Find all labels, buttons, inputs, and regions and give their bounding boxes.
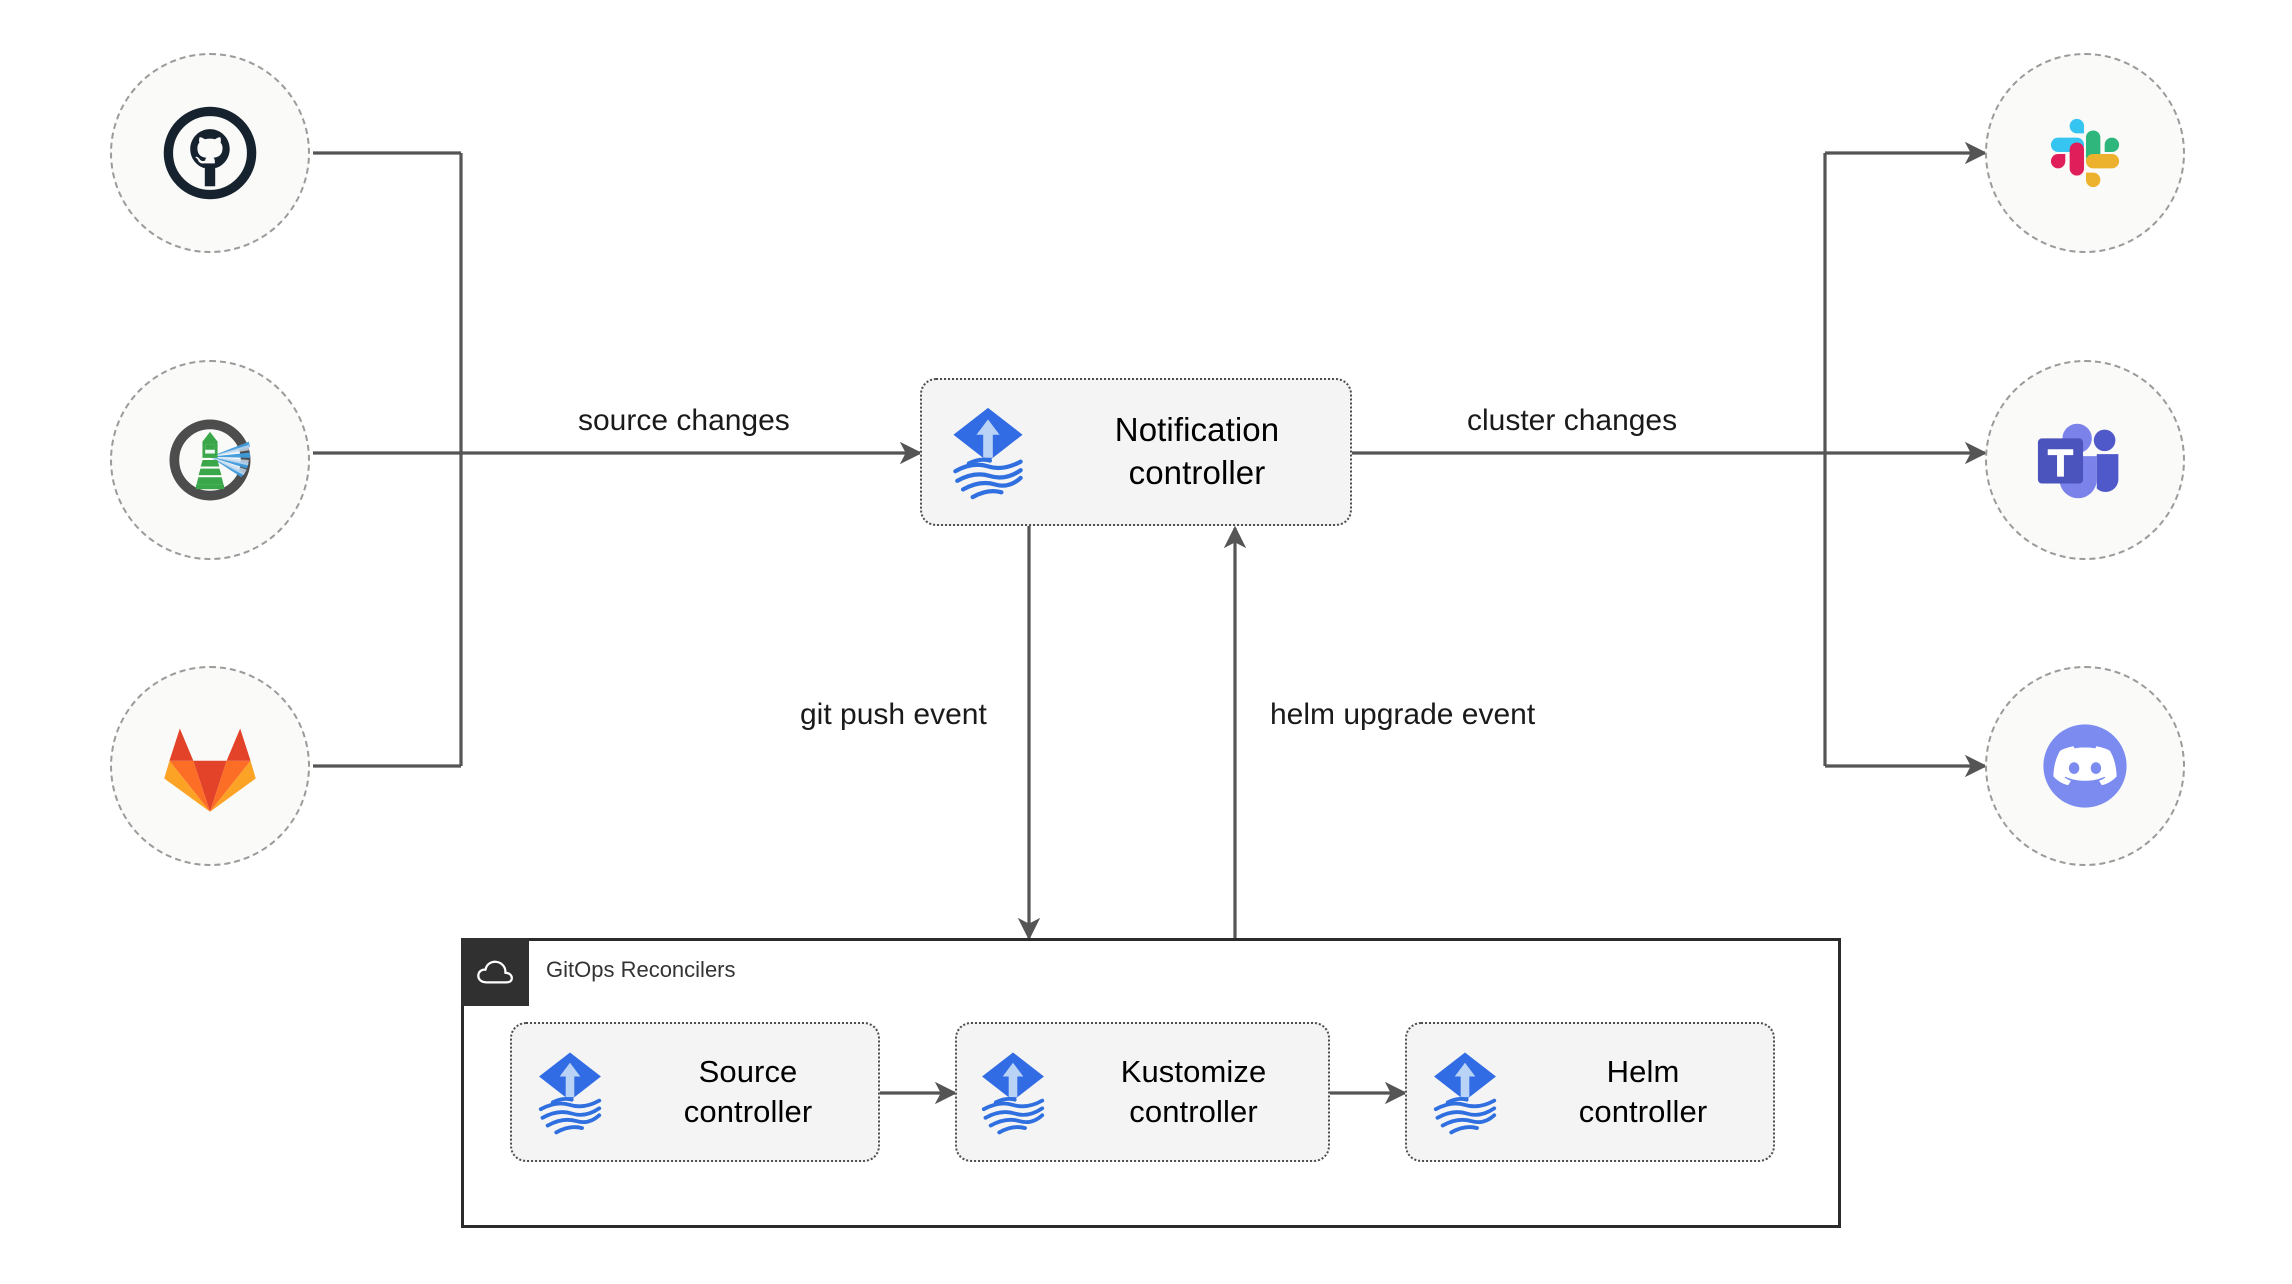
- helm-controller-label: Helm controller: [1523, 1052, 1773, 1133]
- flux-controller-icon: [981, 1052, 1045, 1135]
- flux-controller-icon: [1433, 1052, 1497, 1135]
- github-icon: [163, 106, 257, 200]
- source-node-flux[interactable]: [110, 360, 310, 560]
- source-controller-label: Source controller: [628, 1052, 878, 1133]
- gitops-reconcilers-group: [461, 938, 1841, 1228]
- source-controller-card[interactable]: Source controller: [510, 1022, 880, 1162]
- flux-controller-icon-wrapper: [922, 400, 1054, 504]
- notification-controller-card[interactable]: Notification controller: [920, 378, 1352, 526]
- slack-icon: [2050, 118, 2120, 188]
- flux-controller-icon-wrapper-helm: [1407, 1044, 1523, 1140]
- edge-label-git-push-event: git push event: [800, 698, 987, 731]
- destination-node-teams[interactable]: [1985, 360, 2185, 560]
- flux-lighthouse-icon: [169, 419, 251, 501]
- flux-controller-icon-wrapper-source: [512, 1044, 628, 1140]
- notification-controller-line2: controller: [1128, 454, 1266, 491]
- destination-node-discord[interactable]: [1985, 666, 2185, 866]
- destination-node-slack[interactable]: [1985, 53, 2185, 253]
- kustomize-controller-card[interactable]: Kustomize controller: [955, 1022, 1330, 1162]
- helm-controller-line1: Helm: [1606, 1053, 1680, 1089]
- kustomize-controller-line2: controller: [1129, 1094, 1258, 1129]
- gitops-reconcilers-title: GitOps Reconcilers: [546, 957, 736, 982]
- source-node-gitlab[interactable]: [110, 666, 310, 866]
- kustomize-controller-label: Kustomize controller: [1069, 1052, 1328, 1133]
- gitlab-icon: [164, 728, 256, 812]
- source-node-github[interactable]: [110, 53, 310, 253]
- source-controller-line1: Source: [698, 1053, 798, 1089]
- microsoft-teams-icon: [2037, 423, 2119, 499]
- kustomize-controller-line1: Kustomize: [1120, 1053, 1267, 1089]
- gitops-reconcilers-tab: [461, 938, 529, 1006]
- helm-controller-card[interactable]: Helm controller: [1405, 1022, 1775, 1162]
- flux-controller-icon: [953, 407, 1023, 500]
- discord-icon: [2043, 724, 2127, 808]
- notification-controller-line1: Notification: [1114, 411, 1280, 449]
- notification-controller-label: Notification controller: [1054, 409, 1350, 495]
- flux-controller-icon-wrapper-kustomize: [957, 1044, 1069, 1140]
- edge-label-cluster-changes: cluster changes: [1467, 404, 1678, 437]
- edge-label-helm-upgrade-event: helm upgrade event: [1270, 698, 1536, 731]
- helm-controller-line2: controller: [1578, 1094, 1708, 1129]
- cloud-icon: [477, 960, 513, 984]
- flux-controller-icon: [538, 1052, 602, 1135]
- edge-label-source-changes: source changes: [578, 404, 790, 437]
- source-controller-line2: controller: [683, 1094, 813, 1129]
